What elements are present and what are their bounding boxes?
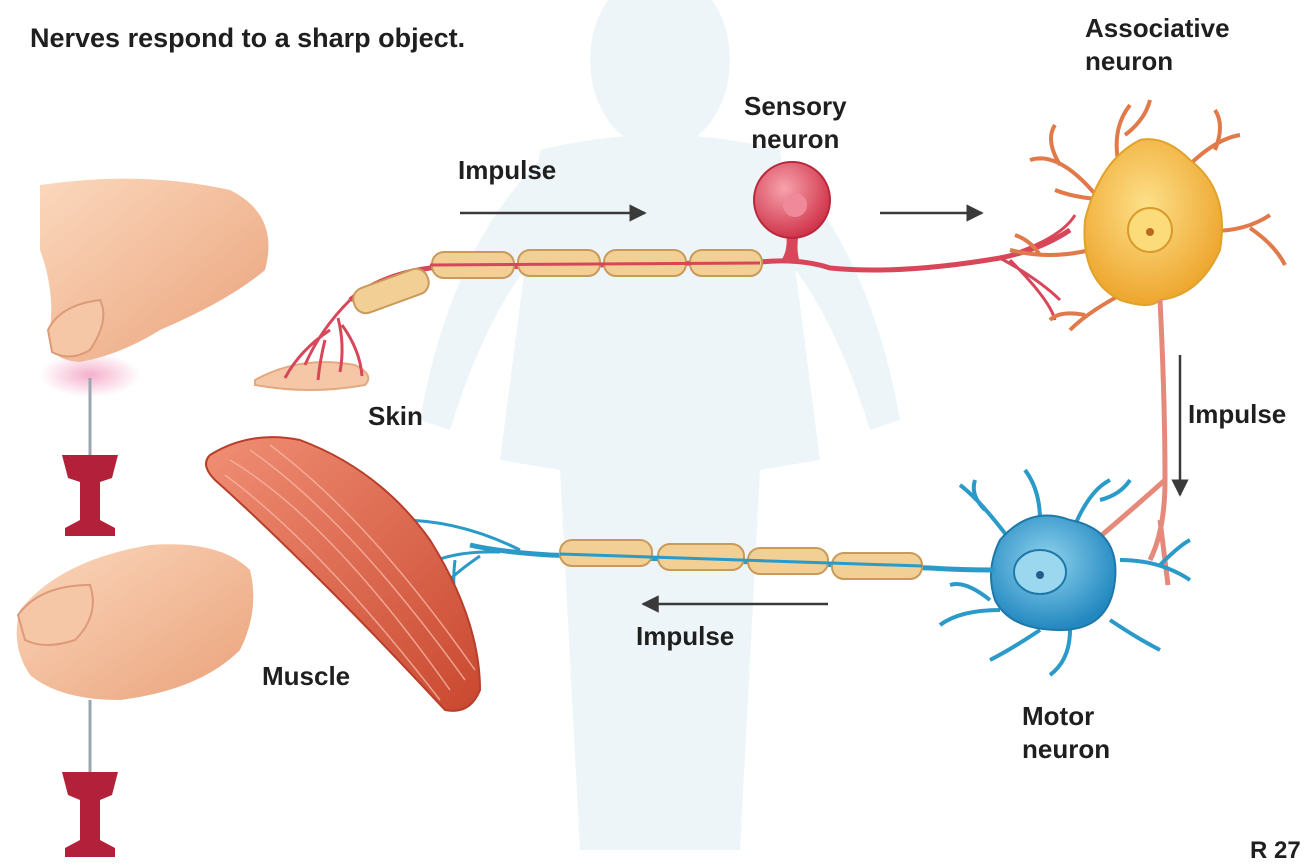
muscle-label: Muscle [262,660,350,693]
motor-neuron [940,470,1190,675]
page-number: R 27 [1250,834,1301,867]
diagram-title: Nerves respond to a sharp object. [30,22,465,55]
impulse-label-right: Impulse [1188,398,1286,431]
associative-neuron [1010,100,1285,330]
sensory-neuron-label: Sensory neuron [744,90,847,156]
impulse-label-top: Impulse [458,154,556,187]
skin-receptor [255,300,368,390]
motor-neuron-label: Motor neuron [1022,700,1110,766]
impulse-label-bottom: Impulse [636,620,734,653]
associative-neuron-label: Associative neuron [1085,12,1230,78]
skin-label: Skin [368,400,423,433]
finger-withdrawn-from-pin [17,544,254,857]
